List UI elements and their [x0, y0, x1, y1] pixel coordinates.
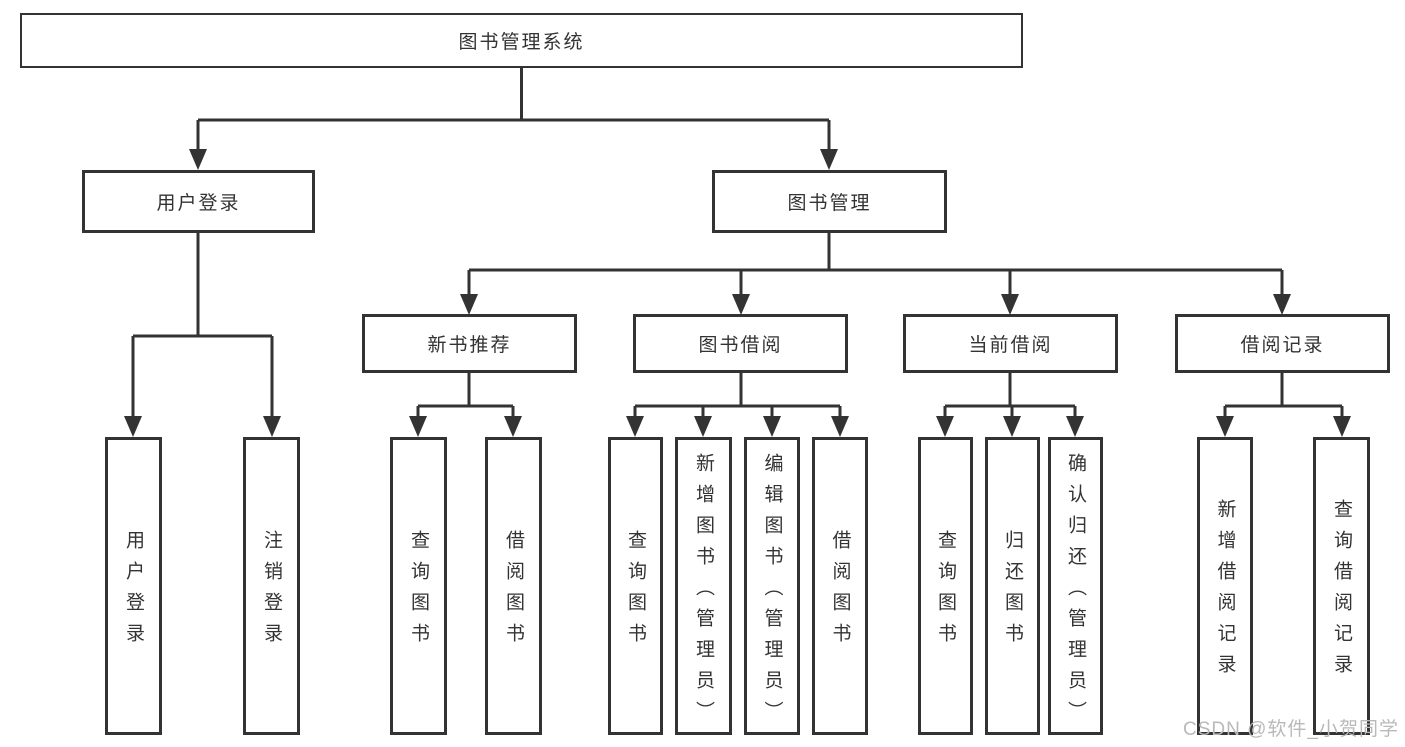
- leaf-add-books-admin: 新增图书（管理员）: [675, 437, 732, 735]
- arrow-down-icon: [1066, 416, 1084, 437]
- node-user-login: 用户登录: [82, 170, 315, 233]
- arrow-down-icon: [1001, 294, 1019, 315]
- leaf-borrow-books: 借阅图书: [812, 437, 868, 735]
- leaf-label: 借阅图书: [829, 530, 851, 654]
- node-borrowing-records: 借阅记录: [1175, 314, 1390, 373]
- leaf-label: 借阅图书: [503, 530, 524, 654]
- arrow-down-icon: [831, 416, 849, 437]
- leaf-label: 用户登录: [123, 530, 144, 654]
- arrow-down-icon: [124, 416, 142, 437]
- node-book-borrowing: 图书借阅: [633, 314, 848, 373]
- leaf-label: 新增图书（管理员）: [693, 452, 714, 732]
- leaf-label: 编辑图书（管理员）: [761, 452, 783, 732]
- arrow-down-icon: [763, 416, 781, 437]
- node-new-book-recommend: 新书推荐: [362, 314, 577, 373]
- arrow-down-icons: [124, 149, 1351, 437]
- leaf-logout: 注销登录: [243, 437, 300, 735]
- arrow-down-icon: [460, 294, 478, 315]
- arrow-down-icon: [1003, 416, 1021, 437]
- arrow-down-icon: [263, 416, 281, 437]
- arrow-down-icon: [694, 416, 712, 437]
- arrow-down-icon: [409, 416, 427, 437]
- leaf-label: 查询图书: [408, 530, 429, 654]
- node-label: 图书管理系统: [458, 32, 585, 53]
- leaf-label: 新增借阅记录: [1214, 499, 1236, 685]
- arrow-down-icon: [936, 416, 954, 437]
- leaf-label: 确认归还（管理员）: [1065, 452, 1086, 732]
- arrow-down-icon: [1333, 416, 1351, 437]
- node-current-borrowing: 当前借阅: [903, 314, 1118, 373]
- watermark-text: CSDN @软件_小贺同学: [1183, 719, 1399, 740]
- arrow-down-icon: [189, 149, 207, 170]
- arrow-down-icon: [1216, 416, 1234, 437]
- arrow-down-icon: [626, 416, 644, 437]
- node-label: 借阅记录: [1240, 335, 1325, 356]
- node-label: 图书借阅: [698, 335, 783, 356]
- leaf-borrow-books-recommend: 借阅图书: [485, 437, 542, 735]
- arrow-down-icon: [1273, 294, 1291, 315]
- leaf-query-books-current: 查询图书: [918, 437, 973, 735]
- arrow-down-icon: [732, 294, 750, 315]
- node-label: 当前借阅: [968, 335, 1053, 356]
- leaf-label: 归还图书: [1002, 530, 1023, 654]
- leaf-confirm-return-admin: 确认归还（管理员）: [1048, 437, 1103, 735]
- node-label: 新书推荐: [427, 335, 512, 356]
- arrow-down-icon: [820, 149, 838, 170]
- leaf-label: 注销登录: [261, 530, 282, 654]
- leaf-query-books-recommend: 查询图书: [390, 437, 447, 735]
- node-book-management: 图书管理: [712, 170, 947, 233]
- leaf-query-books-borrowing: 查询图书: [608, 437, 663, 735]
- leaf-label: 查询借阅记录: [1331, 499, 1352, 685]
- connector-lines: [131, 68, 1344, 419]
- leaf-label: 查询图书: [935, 530, 956, 654]
- leaf-edit-books-admin: 编辑图书（管理员）: [744, 437, 800, 735]
- leaf-add-borrow-record: 新增借阅记录: [1197, 437, 1253, 735]
- node-library-management-system: 图书管理系统: [20, 13, 1023, 68]
- leaf-query-borrow-record: 查询借阅记录: [1313, 437, 1370, 735]
- leaf-label: 查询图书: [625, 530, 646, 654]
- node-label: 图书管理: [787, 193, 872, 214]
- leaf-return-books: 归还图书: [985, 437, 1040, 735]
- arrow-down-icon: [504, 416, 522, 437]
- leaf-user-login: 用户登录: [105, 437, 162, 735]
- node-label: 用户登录: [156, 193, 241, 214]
